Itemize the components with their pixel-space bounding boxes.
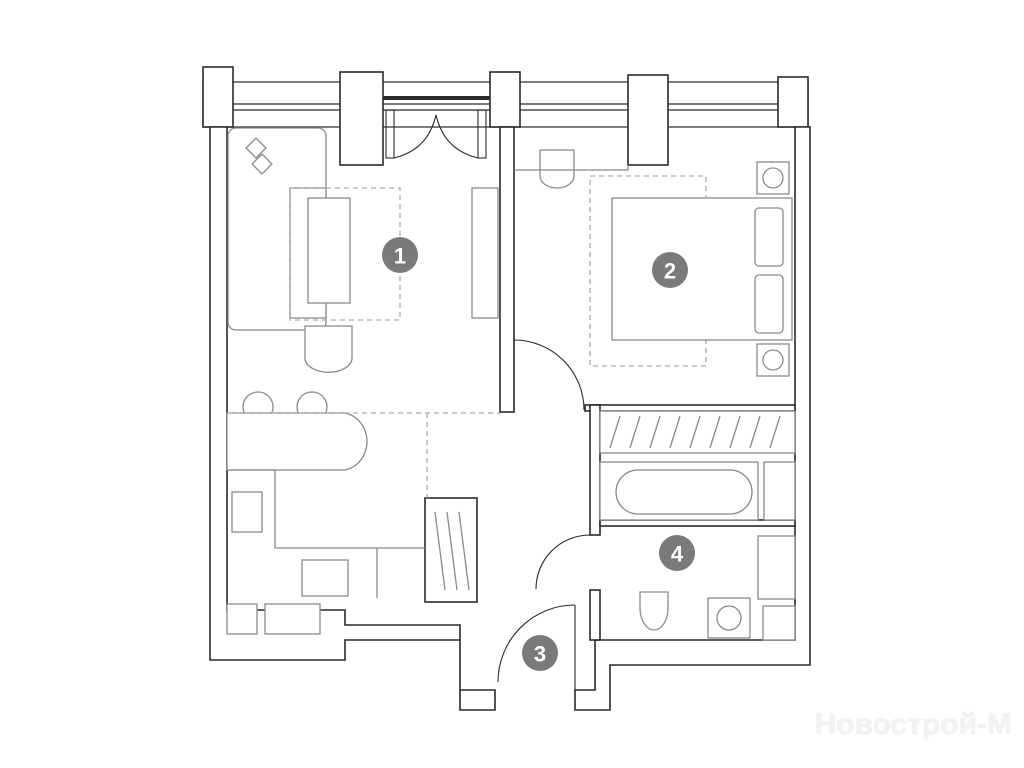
balcony-door[interactable] (385, 109, 487, 159)
pillow (754, 274, 784, 334)
partition-wall (499, 126, 515, 413)
walls (209, 126, 811, 711)
partition-wall (589, 404, 601, 536)
bar-counter (226, 412, 368, 471)
facade-column (339, 71, 384, 166)
room-label-1: 1 (382, 237, 418, 273)
wardrobe (599, 410, 796, 454)
cabinet (763, 461, 796, 521)
living-furniture (226, 127, 500, 635)
svg-text:3: 3 (534, 642, 546, 667)
toilet (639, 591, 669, 631)
armchair (304, 325, 353, 373)
room-label-4: 4 (659, 535, 695, 571)
partition-wall (584, 404, 796, 412)
svg-text:4: 4 (671, 542, 684, 567)
room-label-3: 3 (522, 635, 558, 671)
bath-sink (757, 535, 796, 600)
svg-text:1: 1 (394, 244, 406, 269)
window-band (202, 66, 809, 166)
pillow (754, 207, 784, 267)
room-label-2: 2 (652, 252, 688, 288)
svg-text:2: 2 (664, 259, 676, 284)
bathroom-door (535, 534, 591, 590)
facade-column (627, 74, 669, 166)
lamp-icon (762, 167, 784, 189)
facade-column (777, 76, 809, 128)
partition-wall (589, 589, 601, 641)
entrance-door (497, 604, 576, 683)
sink (231, 491, 263, 533)
facade-column (202, 66, 234, 128)
bathroom-fixtures (599, 461, 796, 641)
facade-column (489, 71, 521, 128)
watermark: Новострой-М (814, 708, 1012, 741)
bedroom-furniture (514, 149, 796, 454)
bedroom-door (513, 339, 585, 411)
coffee-table (307, 197, 351, 304)
tv-stand (471, 187, 499, 319)
cooktop (301, 559, 349, 597)
partition-wall (599, 519, 796, 527)
partition-wall (424, 497, 478, 603)
lamp-icon (762, 349, 784, 371)
desk-chair (539, 149, 575, 189)
